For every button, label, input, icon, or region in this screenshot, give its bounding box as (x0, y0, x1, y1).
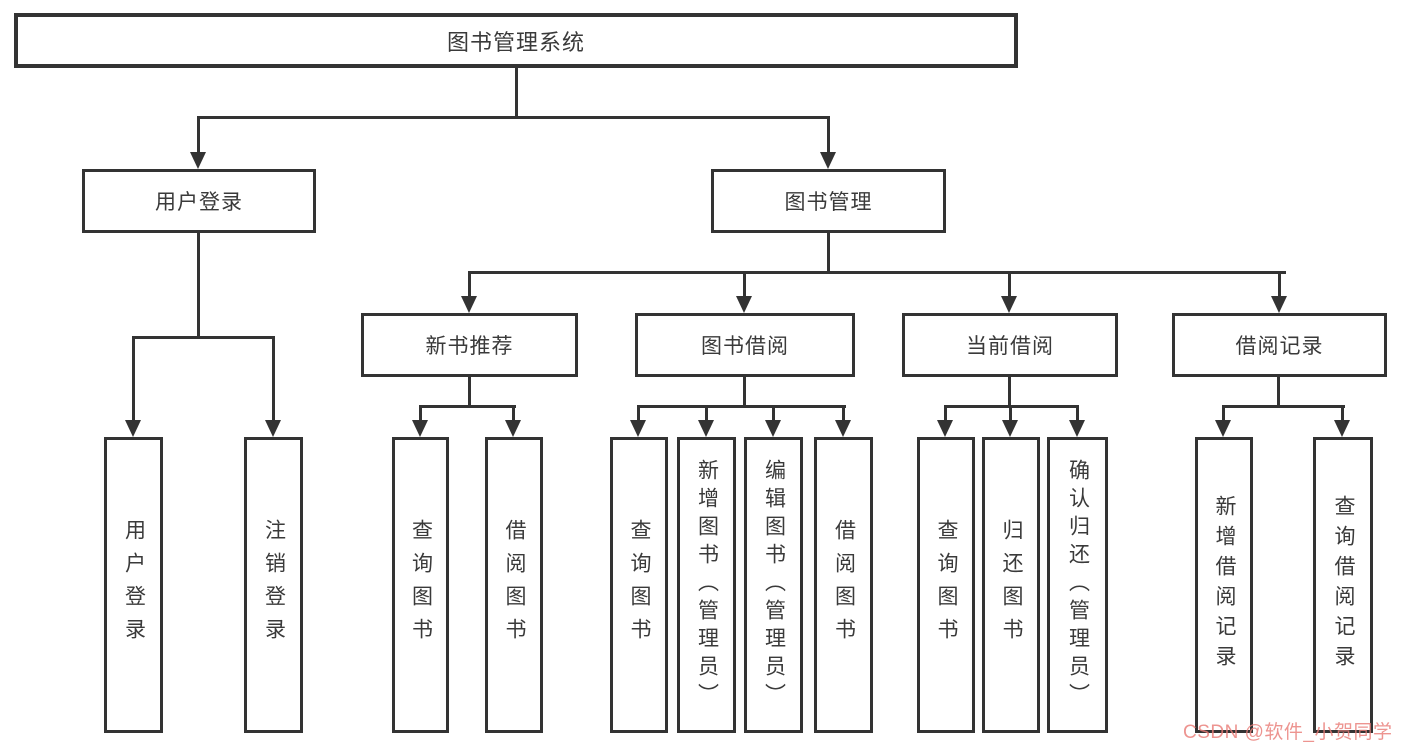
connector-stem-borrow-records (1277, 377, 1280, 407)
node-new-book-recommend: 新书推荐 (361, 313, 578, 377)
leaf-borrow-books-1-label: 借阅图书 (503, 519, 526, 651)
leaf-logout-login: 注销登录 (244, 437, 303, 733)
leaf-user-login-label: 用户登录 (122, 519, 146, 651)
csdn-watermark: CSDN @软件_小贺同学 (1183, 722, 1393, 743)
node-book-management: 图书管理 (711, 169, 946, 233)
arrow-down-icon (698, 405, 714, 437)
connector-bar-root (198, 116, 829, 119)
node-user-login-label: 用户登录 (155, 191, 243, 214)
node-user-login: 用户登录 (82, 169, 316, 233)
node-new-book-recommend-label: 新书推荐 (425, 335, 514, 358)
connector-bar-new-book-recommend (419, 405, 516, 408)
leaf-edit-book-admin: 编辑图书（管理员） (744, 437, 803, 733)
connector-bar-current-borrowing (945, 405, 1079, 408)
connector-stem-root (515, 68, 518, 117)
leaf-borrow-books-2: 借阅图书 (814, 437, 873, 733)
node-current-borrowing-label: 当前借阅 (966, 335, 1054, 358)
connector-bar-borrow-records (1222, 405, 1345, 408)
leaf-borrow-books-1: 借阅图书 (485, 437, 543, 733)
connector-stem-current-borrowing (1008, 377, 1011, 407)
leaf-query-books-1: 查询图书 (392, 437, 449, 733)
arrow-down-icon (265, 336, 281, 437)
leaf-add-book-admin: 新增图书（管理员） (677, 437, 736, 733)
connector-stem-book-management (827, 233, 830, 274)
connector-stem-new-book-recommend (468, 377, 471, 407)
node-current-borrowing: 当前借阅 (902, 313, 1118, 377)
leaf-query-books-2: 查询图书 (610, 437, 668, 733)
connector-stem-book-borrowing (743, 377, 746, 407)
connector-bar-book-management (468, 271, 1286, 274)
leaf-logout-login-label: 注销登录 (262, 519, 286, 651)
arrow-down-icon (505, 405, 521, 437)
connector-bar-user-login (132, 336, 275, 339)
node-library-system-label: 图书管理系统 (446, 29, 585, 55)
arrow-down-icon (835, 405, 851, 437)
leaf-query-borrow-record: 查询借阅记录 (1313, 437, 1373, 733)
leaf-borrow-books-2-label: 借阅图书 (832, 519, 856, 651)
leaf-return-books: 归还图书 (982, 437, 1040, 733)
node-library-system: 图书管理系统 (14, 13, 1018, 68)
arrow-down-icon (1334, 405, 1350, 437)
arrow-down-icon (190, 116, 206, 169)
leaf-query-books-3: 查询图书 (917, 437, 975, 733)
leaf-user-login: 用户登录 (104, 437, 163, 733)
arrow-down-icon (736, 271, 752, 313)
connector-bar-book-borrowing (638, 405, 846, 408)
arrow-down-icon (125, 336, 141, 437)
node-book-management-label: 图书管理 (784, 191, 873, 214)
node-borrow-records-label: 借阅记录 (1235, 335, 1324, 358)
leaf-add-borrow-record: 新增借阅记录 (1195, 437, 1253, 733)
arrow-down-icon (630, 405, 646, 437)
arrow-down-icon (1271, 271, 1287, 313)
leaf-query-books-1-label: 查询图书 (409, 519, 433, 651)
arrow-down-icon (412, 405, 428, 437)
node-book-borrowing: 图书借阅 (635, 313, 855, 377)
node-book-borrowing-label: 图书借阅 (701, 335, 789, 358)
leaf-query-books-2-label: 查询图书 (628, 519, 651, 651)
arrow-down-icon (1001, 271, 1017, 313)
arrow-down-icon (937, 405, 953, 437)
leaf-add-book-admin-label: 新增图书（管理员） (695, 459, 719, 711)
arrow-down-icon (765, 405, 781, 437)
leaf-confirm-return-admin: 确认归还（管理员） (1047, 437, 1108, 733)
arrow-down-icon (1002, 405, 1018, 437)
node-borrow-records: 借阅记录 (1172, 313, 1387, 377)
leaf-query-borrow-record-label: 查询借阅记录 (1332, 495, 1355, 675)
leaf-add-borrow-record-label: 新增借阅记录 (1213, 495, 1236, 675)
arrow-down-icon (461, 271, 477, 313)
leaf-return-books-label: 归还图书 (1000, 519, 1023, 651)
arrow-down-icon (1215, 405, 1231, 437)
arrow-down-icon (820, 116, 836, 169)
leaf-query-books-3-label: 查询图书 (935, 519, 958, 651)
leaf-edit-book-admin-label: 编辑图书（管理员） (762, 459, 786, 711)
connector-stem-user-login (197, 233, 200, 337)
arrow-down-icon (1069, 405, 1085, 437)
leaf-confirm-return-admin-label: 确认归还（管理员） (1066, 459, 1090, 711)
